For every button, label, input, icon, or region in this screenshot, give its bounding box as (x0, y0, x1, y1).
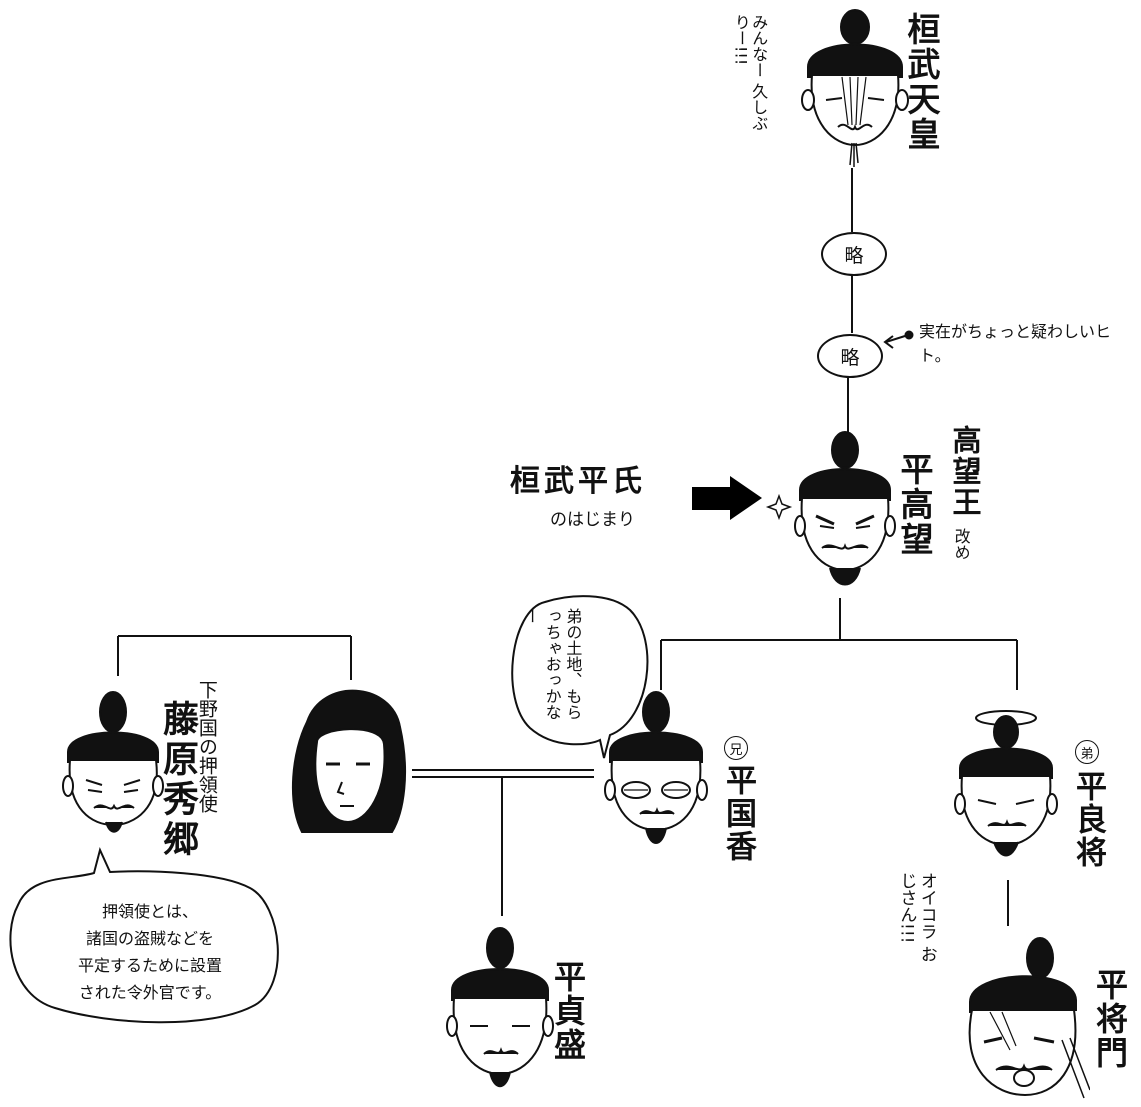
banner-subtitle: のはじまり (550, 510, 635, 530)
omit-note: 実在がちょっと疑わしいヒト。 (919, 322, 1112, 365)
kanmu-face (801, 9, 909, 167)
kanmu-name: 桓武天皇 (902, 12, 941, 152)
yoshimasa-badge: 弟 (1075, 740, 1099, 764)
hidesato-title: 下野国の押領使 (195, 680, 218, 813)
hidesato-name: 藤原秀郷 (157, 700, 199, 860)
banner-frame (692, 476, 762, 520)
kunika-name: 平国香 (720, 764, 756, 863)
hidesato-face (62, 691, 164, 833)
takamochi-former-suffix: 改め (951, 528, 971, 560)
kanmu-speech: みんなー 久しぶりー!!! (731, 14, 769, 132)
sister-face (292, 689, 407, 833)
explanation-text: 押領使とは、 諸国の盗賊などを 平定するために設置 された令外官です。 (30, 898, 270, 1006)
kunika-speech-bubble (511, 595, 649, 759)
yoshimasa-name: 平良将 (1070, 770, 1106, 869)
sadamori-face (446, 927, 554, 1088)
note-pointer (885, 335, 906, 343)
explanation-line-1: 押領使とは、 (101, 902, 198, 921)
takamochi-face (794, 431, 896, 586)
masakado-face (968, 937, 1090, 1099)
kunika-badge: 兄 (724, 736, 748, 760)
banner-title: 桓武平氏 (510, 464, 646, 499)
omit-node-2: 略 (817, 334, 883, 378)
sadamori-name: 平貞盛 (549, 960, 587, 1062)
omit-node-1: 略 (821, 232, 887, 276)
masakado-name: 平将門 (1091, 968, 1129, 1070)
explanation-line-3: 平定するために設置 (77, 956, 222, 975)
sparkle-icon (765, 493, 793, 521)
explanation-line-2: 諸国の盗賊などを (85, 929, 214, 948)
yoshimasa-face (954, 710, 1058, 857)
explanation-bubble (9, 847, 279, 1024)
takamochi-former-name: 高望王 (948, 425, 982, 518)
masakado-speech: オイコラ おじさん!!! (896, 872, 937, 963)
explanation-line-4: された令外官です。 (78, 983, 222, 1002)
takamochi-name: 平高望 (895, 452, 934, 557)
kunika-face (604, 691, 708, 844)
kunika-speech: 弟の土地、もらっちゃおっかなー (521, 608, 583, 720)
